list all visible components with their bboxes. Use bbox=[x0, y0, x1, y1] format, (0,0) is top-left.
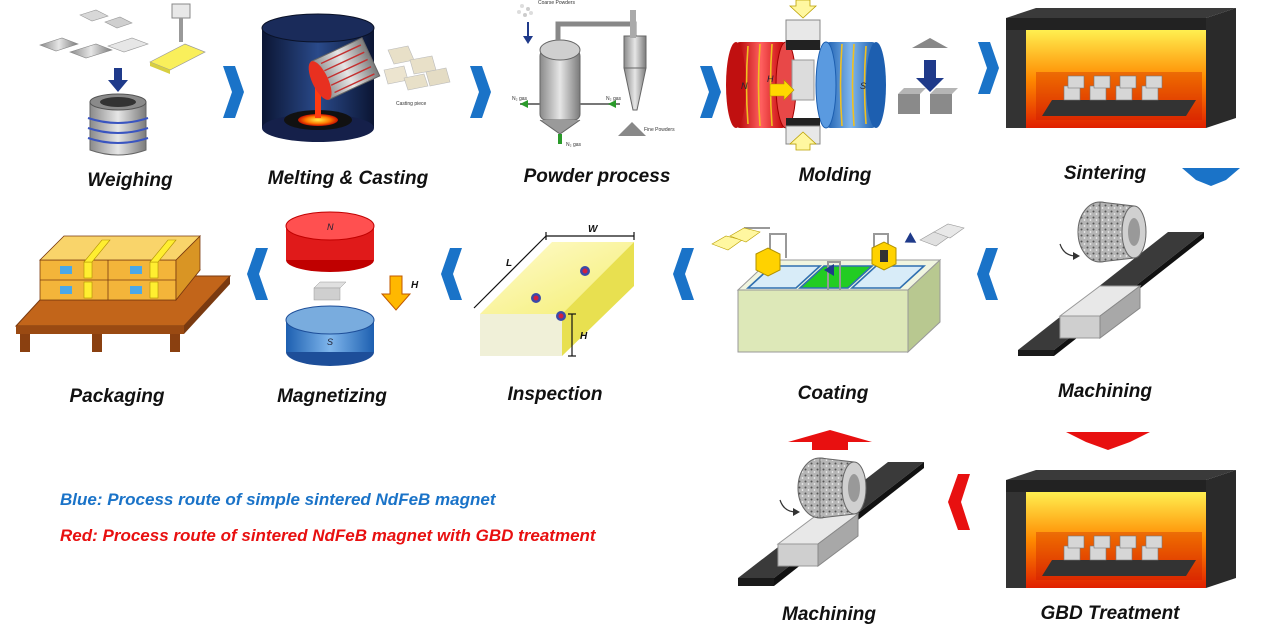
label-sintering: Sintering bbox=[1063, 163, 1147, 184]
dim-l-label: L bbox=[506, 258, 512, 269]
molding-n-symbol: N bbox=[741, 81, 748, 91]
blue-arrow-5 bbox=[977, 248, 998, 300]
blue-arrow-3 bbox=[700, 66, 721, 118]
n2-gas-bottom-label: N₂ gas bbox=[566, 142, 582, 148]
blue-arrow-down bbox=[1182, 168, 1240, 180]
machining2-illustration bbox=[738, 457, 924, 586]
fine-powders-label: Fine Powders bbox=[644, 127, 675, 133]
dim-h-label: H bbox=[580, 331, 588, 342]
dim-w-label: W bbox=[588, 224, 599, 235]
coarse-powders-label: Coarse Powders bbox=[538, 0, 575, 6]
label-molding: Molding bbox=[798, 165, 872, 186]
blue-arrow-2 bbox=[470, 66, 491, 118]
machining-illustration bbox=[1018, 201, 1204, 356]
weighing-illustration bbox=[39, 3, 206, 156]
label-machining-2: Machining bbox=[782, 604, 876, 625]
molding-illustration: H N S bbox=[726, 0, 958, 151]
casting-piece-label: Casting piece bbox=[396, 101, 427, 107]
label-machining: Machining bbox=[1058, 381, 1152, 402]
n2-gas-left-label: N₂ gas bbox=[512, 96, 528, 102]
label-inspection: Inspection bbox=[507, 384, 603, 405]
blue-arrow-4 bbox=[978, 42, 999, 94]
label-powder-process: Powder process bbox=[523, 166, 671, 187]
label-weighing: Weighing bbox=[87, 170, 173, 191]
label-melting-casting: Melting & Casting bbox=[267, 168, 429, 189]
red-arrow-left bbox=[948, 474, 970, 530]
red-arrow-up bbox=[788, 430, 872, 450]
magnetizing-s-symbol: S bbox=[327, 337, 333, 347]
melting-illustration: Casting piece bbox=[261, 13, 451, 142]
sintering-furnace bbox=[1006, 8, 1236, 128]
blue-arrow-7 bbox=[441, 248, 462, 300]
gbd-furnace bbox=[1006, 470, 1236, 588]
legend-blue-route: Blue: Process route of simple sintered N… bbox=[60, 490, 496, 509]
magnetizing-illustration: N S H bbox=[285, 211, 419, 366]
inspection-illustration: W L H bbox=[473, 224, 635, 357]
legend-red-route: Red: Process route of sintered NdFeB mag… bbox=[60, 526, 596, 545]
blue-arrow-6 bbox=[673, 248, 694, 300]
n2-gas-right-label: N₂ gas bbox=[606, 96, 622, 102]
powder-illustration: Coarse Powders N₂ gas N₂ gas N₂ gas Fine… bbox=[512, 0, 675, 148]
label-gbd-treatment: GBD Treatment bbox=[1040, 603, 1180, 624]
label-magnetizing: Magnetizing bbox=[277, 386, 387, 407]
blue-arrow-1 bbox=[223, 66, 244, 118]
red-arrow-down bbox=[1066, 432, 1150, 442]
molding-h-symbol: H bbox=[767, 74, 774, 84]
blue-arrow-8 bbox=[247, 248, 268, 300]
coating-illustration bbox=[711, 223, 965, 354]
label-coating: Coating bbox=[797, 383, 869, 404]
label-packaging: Packaging bbox=[69, 386, 165, 407]
packaging-illustration bbox=[14, 235, 232, 352]
molding-s-symbol: S bbox=[860, 81, 866, 91]
magnetizing-h-symbol: H bbox=[411, 280, 419, 291]
magnetizing-n-symbol: N bbox=[327, 222, 334, 232]
